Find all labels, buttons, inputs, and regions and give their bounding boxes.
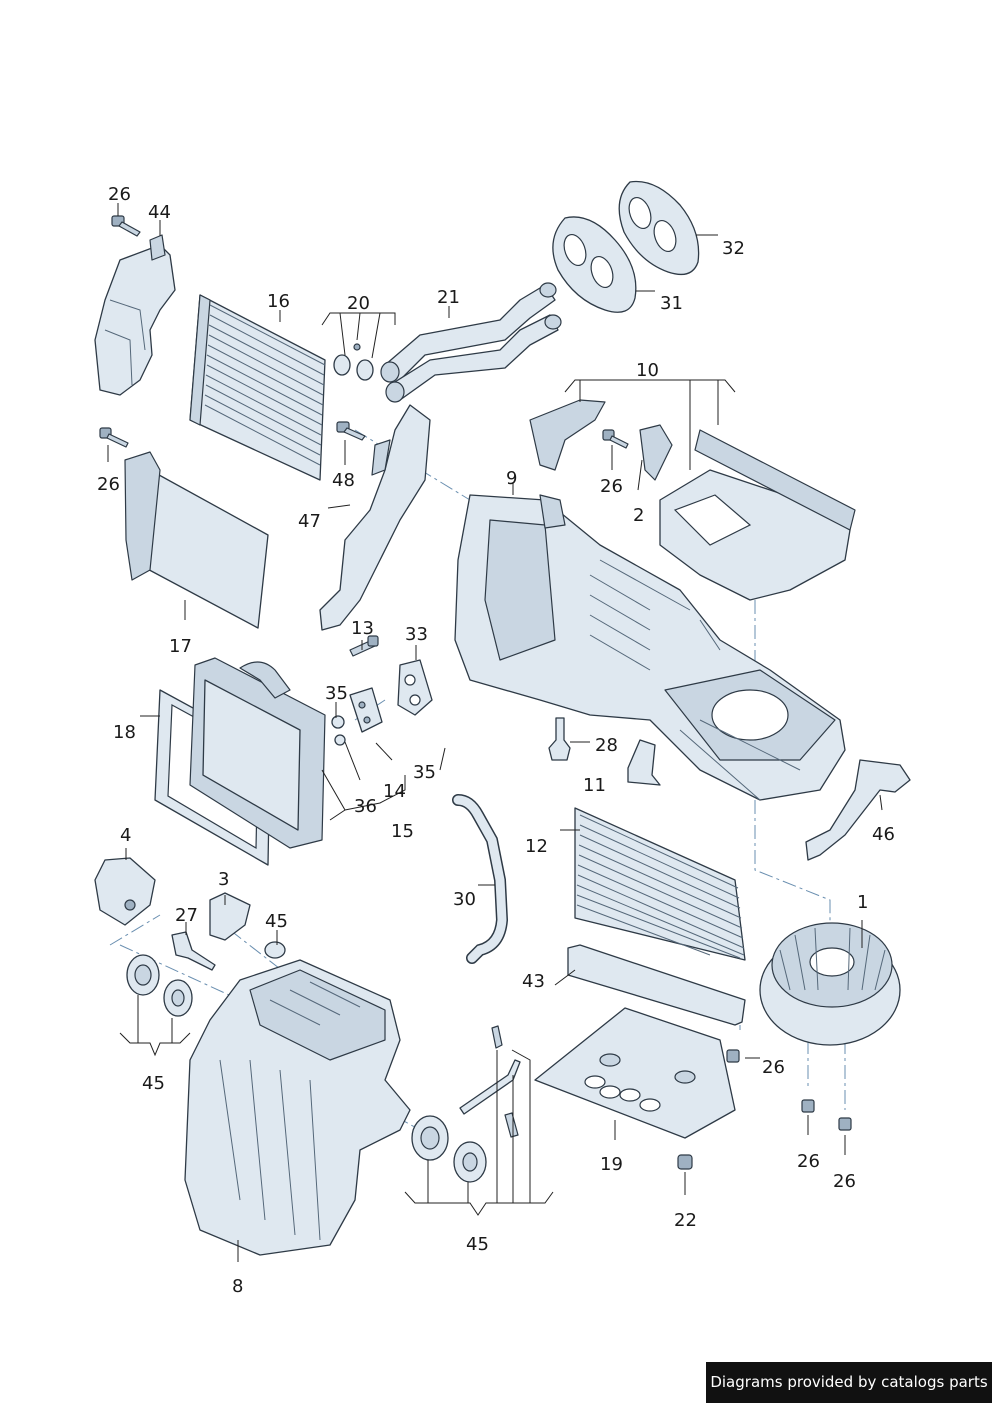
label-45: 45	[142, 1073, 165, 1094]
screws-26-blower	[726, 1049, 852, 1131]
part-20-clips	[333, 343, 374, 381]
label-12: 12	[525, 836, 548, 857]
part-46-bracket	[805, 759, 911, 861]
part-3-actuator	[209, 892, 251, 941]
label-26: 26	[833, 1171, 856, 1192]
label-26: 26	[762, 1057, 785, 1078]
label-44: 44	[148, 202, 171, 223]
part-32-seal	[618, 180, 700, 276]
part-13-bolt	[349, 635, 379, 657]
part-9-main-housing	[454, 494, 846, 801]
label-26: 26	[600, 476, 623, 497]
label-28: 28	[595, 735, 618, 756]
label-21: 21	[437, 287, 460, 308]
label-31: 31	[660, 293, 683, 314]
part-33-seal	[397, 659, 433, 716]
screw-26-top-left	[111, 215, 141, 237]
part-44-bracket	[94, 234, 176, 396]
label-47: 47	[298, 511, 321, 532]
part-43-tray	[567, 944, 746, 1026]
label-35: 35	[325, 683, 348, 704]
label-45: 45	[466, 1234, 489, 1255]
label-8: 8	[232, 1276, 243, 1297]
part-10-flap-housing	[529, 399, 856, 601]
part-31-seal	[552, 216, 637, 313]
label-3: 3	[218, 869, 229, 890]
part-14-expansion-valve	[349, 687, 383, 733]
label-13: 13	[351, 618, 374, 639]
label-48: 48	[332, 470, 355, 491]
label-1: 1	[857, 892, 868, 913]
label-22: 22	[674, 1210, 697, 1231]
part-21-coolant-pipes	[380, 282, 562, 403]
label-17: 17	[169, 636, 192, 657]
label-46: 46	[872, 824, 895, 845]
part-28-sensor	[548, 717, 571, 761]
part-17-heat-exchanger	[99, 427, 269, 629]
label-15: 15	[391, 821, 414, 842]
credit-banner: Diagrams provided by catalogs parts	[706, 1362, 992, 1403]
part-4-actuator	[94, 857, 156, 926]
label-2: 2	[633, 505, 644, 526]
part-45-plug	[264, 941, 286, 959]
part-8-distribution-housing	[184, 959, 411, 1256]
label-10: 10	[636, 360, 659, 381]
leader-lines	[107, 203, 883, 1262]
gears-45-left	[126, 954, 193, 1017]
label-35: 35	[413, 762, 436, 783]
label-26: 26	[108, 184, 131, 205]
evaporator-core	[189, 657, 326, 849]
part-47-bracket	[319, 404, 431, 631]
screw-26-flap	[602, 429, 629, 449]
label-26: 26	[797, 1151, 820, 1172]
label-16: 16	[267, 291, 290, 312]
label-27: 27	[175, 905, 198, 926]
part-48-bolt	[336, 421, 366, 441]
label-45: 45	[265, 911, 288, 932]
label-43: 43	[522, 971, 545, 992]
label-36: 36	[354, 796, 377, 817]
part-12-pollen-filter	[574, 807, 746, 961]
label-19: 19	[600, 1154, 623, 1175]
callout-labels: 26 44 16 20 21 32 31 10 9 26 2 26 48 47 …	[97, 184, 895, 1297]
part-22-grommet	[677, 1154, 693, 1170]
label-18: 18	[113, 722, 136, 743]
label-20: 20	[347, 293, 370, 314]
label-30: 30	[453, 889, 476, 910]
gears-45-right	[411, 1115, 487, 1183]
label-14: 14	[383, 781, 406, 802]
part-27-sensor	[171, 931, 216, 971]
label-33: 33	[405, 624, 428, 645]
label-11: 11	[583, 775, 606, 796]
part-1-blower-motor	[759, 922, 901, 1046]
part-19-cover-plate	[534, 1007, 736, 1139]
part-16-heater-core	[189, 294, 326, 481]
linkage-rod-45	[459, 1025, 521, 1138]
part-11-clip	[627, 739, 661, 786]
label-32: 32	[722, 238, 745, 259]
label-26: 26	[97, 474, 120, 495]
part-35-36-orings	[331, 715, 346, 746]
label-9: 9	[506, 468, 517, 489]
part-30-hose	[452, 794, 509, 964]
label-4: 4	[120, 825, 131, 846]
